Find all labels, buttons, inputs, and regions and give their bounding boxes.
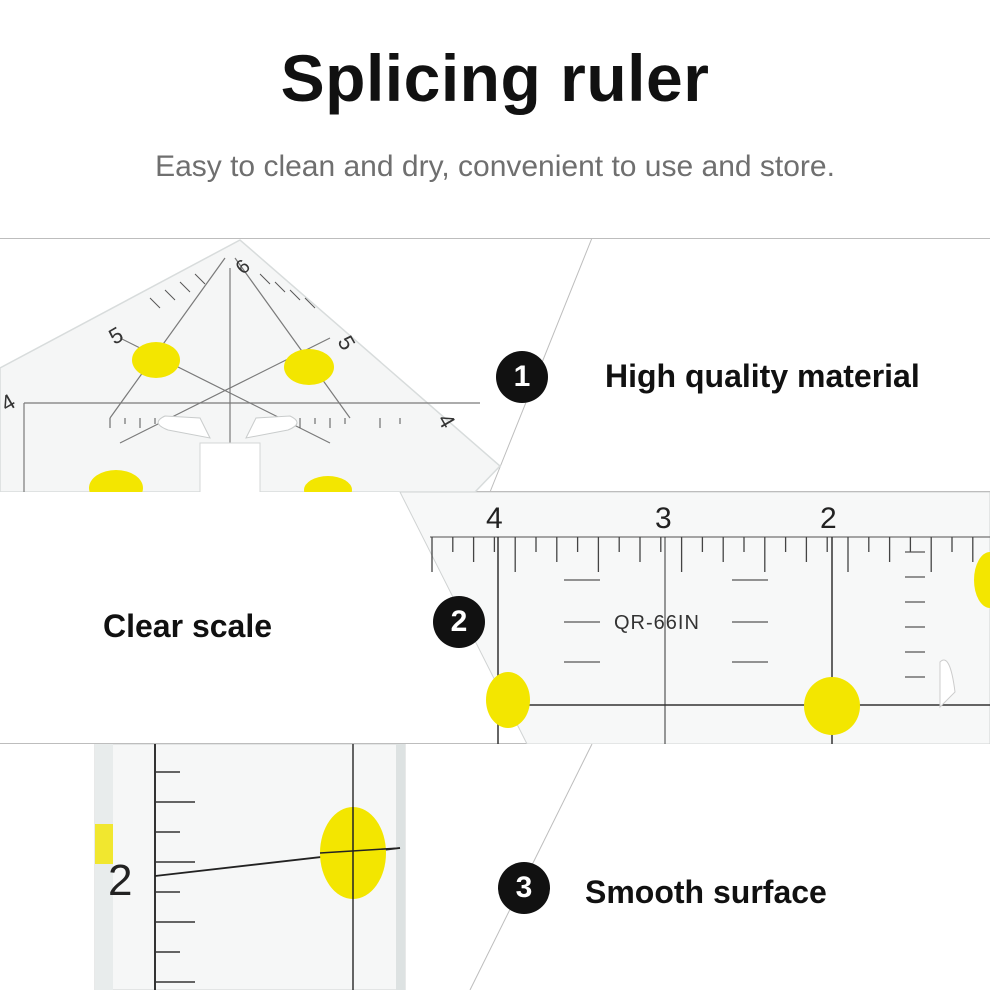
feature-2-label: Clear scale xyxy=(103,608,273,644)
feature-panel-2: 4 3 2 QR-66IN Clear scale 2 xyxy=(0,492,990,744)
feature-panel-1: 6 5 5 4 4 1 High quality material xyxy=(0,238,990,492)
page-title: Splicing ruler xyxy=(280,41,710,115)
ruler-edge-image xyxy=(94,744,593,990)
edge-number: 2 xyxy=(108,856,133,905)
feature-panel-3: 2 3 Smooth surface xyxy=(0,744,990,990)
model-code-label: QR-66IN xyxy=(614,612,700,634)
strip-number-3: 3 xyxy=(655,502,672,535)
feature-3-badge: 3 xyxy=(498,862,550,914)
feature-2-badge: 2 xyxy=(433,596,485,648)
feature-1-label: High quality material xyxy=(605,358,920,394)
ruler-strip-image xyxy=(0,492,990,744)
feature-3-label: Smooth surface xyxy=(585,874,827,910)
strip-number-2: 2 xyxy=(820,502,837,535)
page-subtitle: Easy to clean and dry, convenient to use… xyxy=(155,150,835,183)
ruler-corner-image xyxy=(0,238,990,492)
strip-number-4: 4 xyxy=(486,502,503,535)
feature-1-badge: 1 xyxy=(496,351,548,403)
